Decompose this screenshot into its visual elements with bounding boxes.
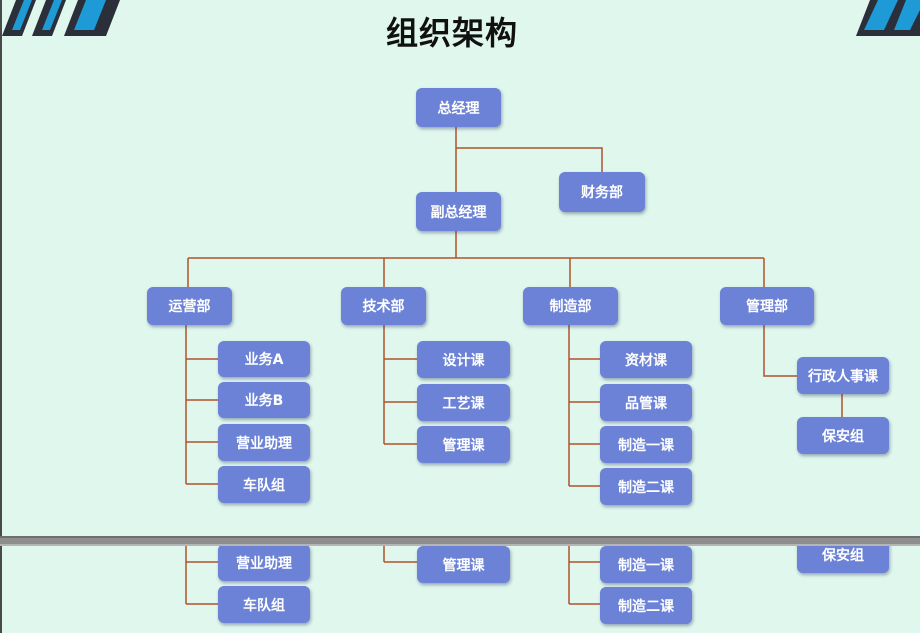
node-unit[interactable]: 业务B [218, 382, 310, 418]
node-unit[interactable]: 行政人事课 [797, 357, 889, 394]
node-unit[interactable]: 保安组 [797, 417, 889, 454]
node-deputy-manager[interactable]: 副总经理 [416, 192, 501, 231]
node-unit[interactable]: 业务A [218, 341, 310, 377]
node-unit[interactable]: 保安组 [797, 546, 889, 573]
node-dept-manufacturing[interactable]: 制造部 [523, 287, 618, 325]
node-unit[interactable]: 营业助理 [218, 424, 310, 461]
node-unit[interactable]: 制造一课 [600, 546, 692, 583]
node-unit[interactable]: 制造一课 [600, 426, 692, 463]
node-unit[interactable]: 营业助理 [218, 546, 310, 581]
node-unit[interactable]: 制造二课 [600, 468, 692, 505]
corner-decoration-right [856, 0, 920, 36]
slide-divider [0, 536, 920, 546]
node-unit[interactable]: 资材课 [600, 341, 692, 378]
node-unit[interactable]: 车队组 [218, 466, 310, 503]
node-unit[interactable]: 车队组 [218, 586, 310, 623]
org-chart-slide-partial: 营业助理 车队组 管理课 制造一课 制造二课 保安组 [0, 546, 920, 633]
node-dept-admin[interactable]: 管理部 [720, 287, 814, 325]
node-unit[interactable]: 品管课 [600, 384, 692, 421]
org-chart-slide: 组织架构 [0, 0, 920, 538]
node-dept-technology[interactable]: 技术部 [341, 287, 426, 325]
node-unit[interactable]: 制造二课 [600, 587, 692, 624]
node-unit[interactable]: 设计课 [417, 341, 510, 378]
org-connectors [185, 127, 843, 487]
node-dept-operations[interactable]: 运营部 [147, 287, 232, 325]
node-finance[interactable]: 财务部 [559, 172, 645, 212]
node-unit[interactable]: 管理课 [417, 426, 510, 463]
node-unit[interactable]: 工艺课 [417, 384, 510, 421]
node-unit[interactable]: 管理课 [417, 546, 510, 583]
corner-decoration-left [2, 0, 120, 36]
node-general-manager[interactable]: 总经理 [416, 88, 501, 127]
org-connectors-partial [185, 546, 600, 605]
page-title: 组织架构 [386, 14, 519, 52]
